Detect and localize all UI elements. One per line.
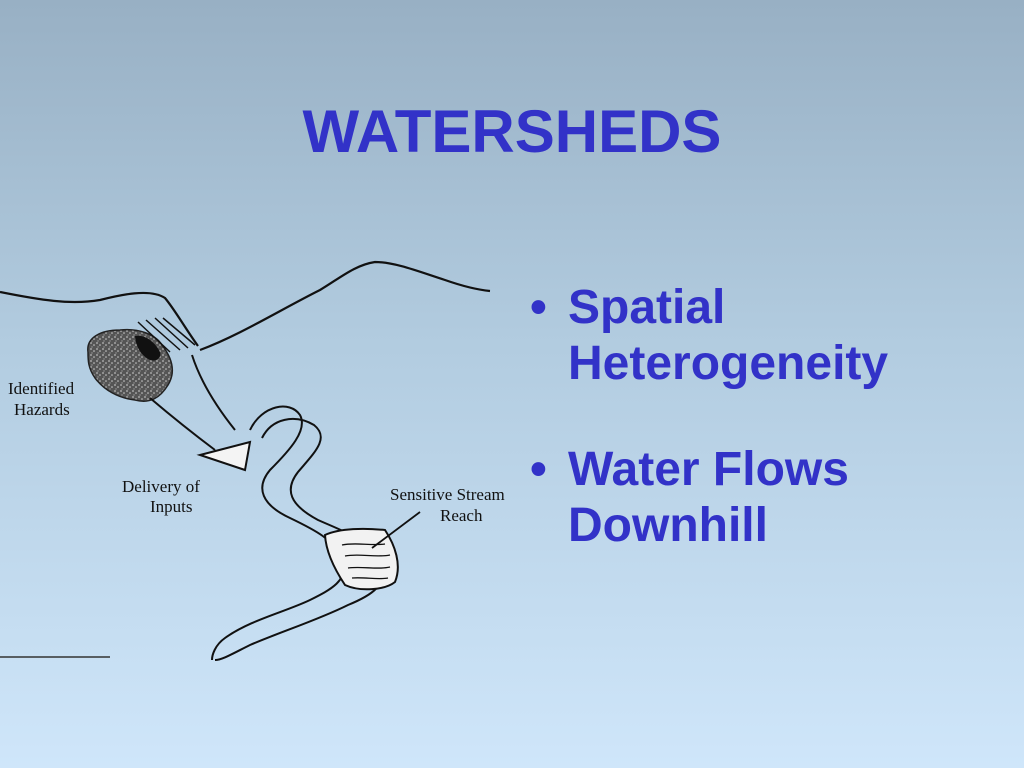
delivery-path-right xyxy=(191,354,236,431)
bullet-dot-icon: • xyxy=(530,443,547,496)
mountain-ridge-line xyxy=(199,260,491,352)
watershed-diagram: Identified Hazards Delivery of Inputs Se… xyxy=(0,260,505,661)
bullet-dot-icon: • xyxy=(530,281,547,334)
delivery-arrowhead xyxy=(196,440,252,472)
bullet-line: Downhill xyxy=(568,499,768,552)
bullet-item-spatial-heterogeneity: • Spatial Heterogeneity xyxy=(530,280,1010,392)
label-delivery-line2: Inputs xyxy=(150,497,193,516)
bullet-line: Water Flows xyxy=(568,443,849,496)
bullet-list: • Spatial Heterogeneity • Water Flows Do… xyxy=(530,280,1010,604)
hazard-area xyxy=(87,328,174,402)
slide-title: WATERSHEDS xyxy=(302,98,722,165)
bullet-line: Heterogeneity xyxy=(568,337,889,390)
hazard-dark-core xyxy=(135,335,161,361)
label-reach-line1: Sensitive Stream xyxy=(390,485,505,504)
label-delivery-line1: Delivery of xyxy=(122,477,200,496)
stream-left-bank xyxy=(211,405,345,661)
bullet-line: Spatial xyxy=(568,281,726,334)
delivery-path-left xyxy=(149,397,216,451)
label-reach-line2: Reach xyxy=(440,506,483,525)
label-hazards-line2: Hazards xyxy=(14,400,70,419)
bullet-item-water-flows-downhill: • Water Flows Downhill xyxy=(530,442,1010,554)
reach-hatching xyxy=(341,543,391,580)
hazard-hatching xyxy=(137,317,196,353)
label-hazards-line1: Identified xyxy=(8,379,75,398)
left-ridge-line xyxy=(0,290,199,347)
reach-pointer-line xyxy=(371,511,421,549)
